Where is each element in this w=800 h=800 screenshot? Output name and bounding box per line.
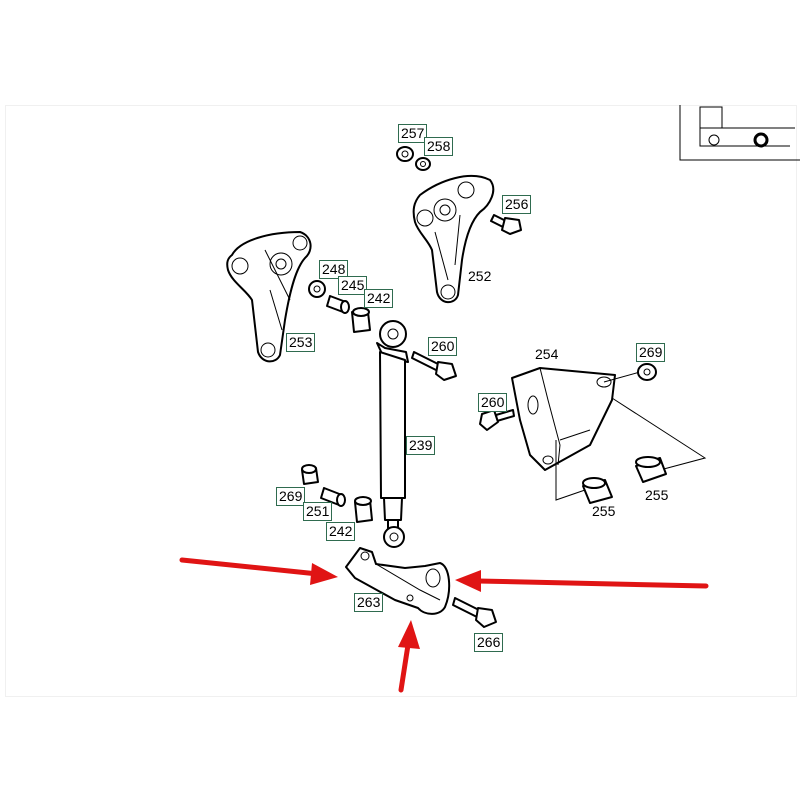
bracket-254 [489, 367, 707, 501]
washer-257 [396, 146, 414, 162]
washer-269-right [637, 363, 657, 381]
bushing-242-lower [354, 496, 373, 523]
label-254: 254 [535, 346, 559, 362]
callout-269-right: 269 [636, 343, 666, 362]
label-252: 252 [468, 268, 492, 284]
washer-248 [308, 280, 326, 298]
sleeve-251 [320, 487, 346, 507]
vehicle-chassis-icon [679, 105, 800, 161]
washer-269-lower [301, 464, 319, 485]
bushing-242-upper [351, 307, 371, 333]
callout-269-lower: 269 [276, 487, 306, 506]
arrow-bottom [398, 620, 420, 693]
arrow-left [179, 557, 338, 585]
bolt-266 [452, 597, 497, 628]
label-255-right: 255 [645, 487, 669, 503]
bushing-255-right [635, 456, 667, 483]
callout-239: 239 [406, 436, 436, 455]
callout-256: 256 [502, 195, 532, 214]
callout-242-lower: 242 [326, 522, 356, 541]
bolt-256 [490, 214, 522, 235]
callout-257: 257 [398, 124, 428, 143]
callout-260-upper: 260 [428, 337, 458, 356]
bolt-260-lower [479, 409, 515, 431]
callout-242-upper: 242 [364, 289, 394, 308]
callout-251: 251 [303, 502, 333, 521]
bushing-255-left [582, 477, 613, 504]
callout-248: 248 [319, 260, 349, 279]
callout-266: 266 [474, 633, 504, 652]
bracket-263 [345, 547, 451, 615]
shock-absorber-239 [376, 320, 409, 548]
callout-258: 258 [424, 137, 454, 156]
callout-245: 245 [338, 276, 368, 295]
callout-253: 253 [286, 333, 316, 352]
label-255-left: 255 [592, 503, 616, 519]
callout-260-lower: 260 [478, 393, 508, 412]
bolt-260-upper [411, 351, 457, 381]
bracket-253 [226, 231, 312, 363]
sleeve-245 [326, 295, 350, 314]
callout-263: 263 [354, 593, 384, 612]
washer-258 [415, 157, 431, 171]
arrow-right [455, 570, 709, 592]
bracket-252 [412, 175, 495, 304]
